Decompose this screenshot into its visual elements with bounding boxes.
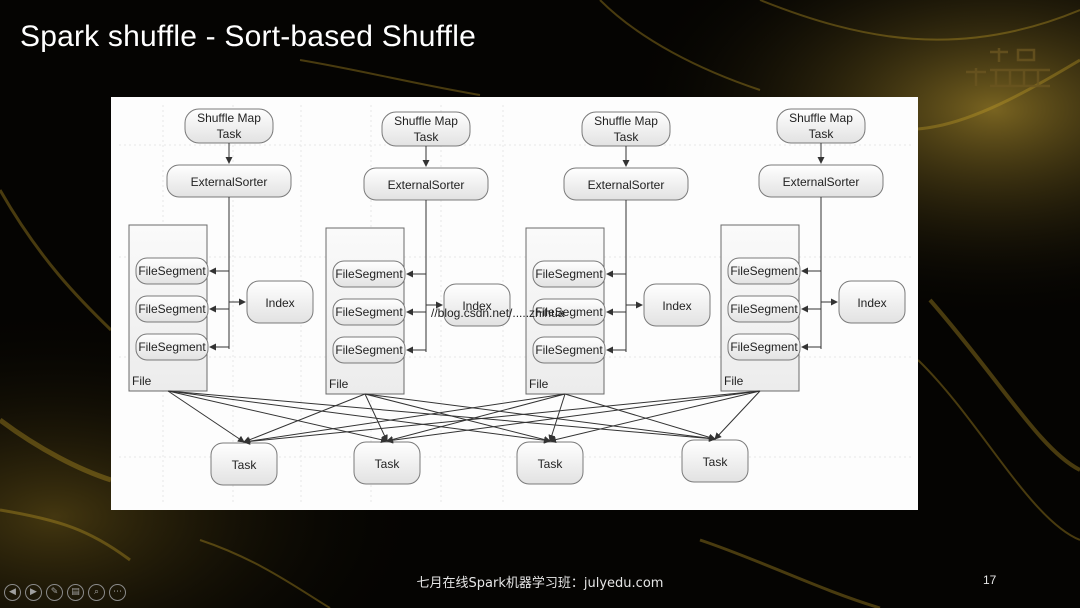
shuffle-map-task-label: Shuffle Map	[594, 114, 658, 128]
file-segment-node	[727, 257, 801, 285]
index-label: Index	[265, 296, 294, 310]
shuffle-arrow	[548, 393, 566, 442]
file-label: File	[329, 377, 349, 391]
index-label: Index	[662, 299, 691, 313]
file-segment-node	[532, 336, 606, 364]
external-sorter-label: ExternalSorter	[388, 178, 465, 192]
file-segment-node	[727, 333, 801, 361]
reduce-task-label: Task	[232, 458, 258, 472]
shuffle-map-task-label: Task	[809, 127, 835, 141]
file-segment-node	[332, 260, 406, 288]
shuffle-arrow	[386, 393, 566, 443]
file-segment-node	[532, 260, 606, 288]
file-segment-label: FileSegment	[335, 343, 403, 357]
previous-icon[interactable]: ◀	[4, 584, 21, 601]
file-segment-label: FileSegment	[730, 340, 798, 354]
index-node	[246, 280, 314, 324]
external-sorter-label: ExternalSorter	[191, 175, 268, 189]
file-segment-label: FileSegment	[730, 302, 798, 316]
reduce-task-label: Task	[375, 457, 401, 471]
file-segment-label: FileSegment	[138, 302, 206, 316]
shuffle-map-task-label: Task	[614, 130, 640, 144]
index-label: Index	[462, 299, 491, 313]
index-label: Index	[857, 296, 886, 310]
shuffle-arrow	[243, 390, 761, 445]
slide-title: Spark shuffle - Sort-based Shuffle	[20, 20, 476, 53]
file-label: File	[724, 374, 744, 388]
shuffle-arrow	[167, 390, 245, 443]
shuffle-arrow	[167, 390, 551, 444]
more-icon[interactable]: ⋯	[109, 584, 126, 601]
index-node	[643, 283, 711, 327]
file-segment-label: FileSegment	[335, 267, 403, 281]
external-sorter-label: ExternalSorter	[588, 178, 665, 192]
file-label: File	[529, 377, 549, 391]
shuffle-arrow	[167, 390, 388, 444]
shuffle-map-task-label: Task	[414, 130, 440, 144]
slide-navigation: ◀▶✎▤⌕⋯	[4, 584, 126, 604]
file-segment-label: FileSegment	[535, 267, 603, 281]
index-node	[443, 283, 511, 327]
shuffle-arrow	[549, 390, 761, 444]
shuffle-arrow	[564, 393, 716, 441]
file-segment-label: FileSegment	[730, 264, 798, 278]
file-segment-node	[332, 298, 406, 326]
index-node	[838, 280, 906, 324]
shuffle-arrow	[364, 393, 388, 442]
shuffle-map-task-label: Shuffle Map	[394, 114, 458, 128]
file-segment-label: FileSegment	[335, 305, 403, 319]
next-icon[interactable]: ▶	[25, 584, 42, 601]
shuffle-arrow	[243, 393, 366, 444]
file-segment-node	[727, 295, 801, 323]
brand-logo	[966, 48, 1050, 88]
reduce-task-label: Task	[703, 455, 729, 469]
file-segment-label: FileSegment	[535, 305, 603, 319]
external-sorter-label: ExternalSorter	[783, 175, 860, 189]
shuffle-arrow	[167, 390, 716, 442]
file-segment-node	[135, 333, 209, 361]
footer-text: 七月在线Spark机器学习班：julyedu.com	[416, 576, 664, 591]
shuffle-map-task-label: Shuffle Map	[197, 111, 261, 125]
shuffle-arrow	[714, 390, 761, 440]
file-segment-node	[532, 298, 606, 326]
file-label: File	[132, 374, 152, 388]
shuffle-arrow	[364, 393, 551, 443]
shuffle-arrow	[364, 393, 716, 442]
slides-icon[interactable]: ▤	[67, 584, 84, 601]
file-segment-node	[332, 336, 406, 364]
file-segment-label: FileSegment	[138, 264, 206, 278]
shuffle-map-task-label: Task	[217, 127, 243, 141]
shuffle-arrow	[386, 390, 761, 444]
shuffle-map-task-label: Shuffle Map	[789, 111, 853, 125]
pen-icon[interactable]: ✎	[46, 584, 63, 601]
page-number: 17	[983, 573, 997, 587]
file-segment-node	[135, 257, 209, 285]
file-segment-label: FileSegment	[138, 340, 206, 354]
watermark-text: //blog.csdn.net/.....zhihua	[431, 306, 565, 320]
reduce-task-label: Task	[538, 457, 564, 471]
file-segment-label: FileSegment	[535, 343, 603, 357]
zoom-icon[interactable]: ⌕	[88, 584, 105, 601]
shuffle-arrow	[243, 393, 566, 445]
file-segment-node	[135, 295, 209, 323]
